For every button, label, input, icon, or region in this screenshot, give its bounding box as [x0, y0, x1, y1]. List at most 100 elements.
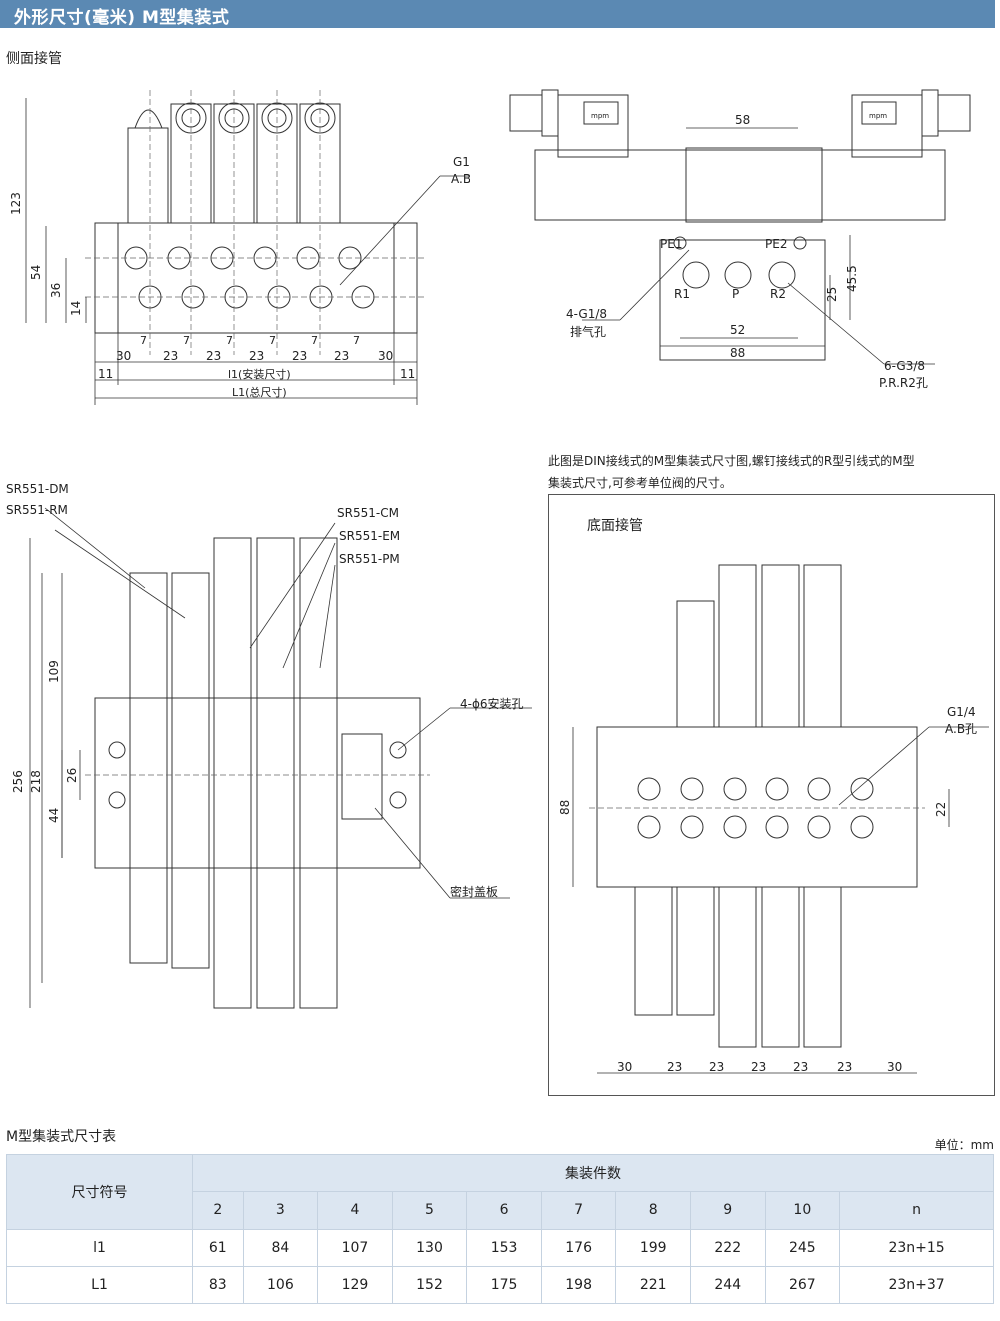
- bottom-dim-23-c: 23: [751, 1060, 766, 1074]
- top-dim-26: 26: [65, 768, 79, 783]
- front-dim-11-left: 11: [98, 367, 113, 381]
- top-sr-cm: SR551-CM: [337, 506, 399, 520]
- front-pitch-7a: 7: [140, 334, 147, 347]
- front-dim-23-e: 23: [334, 349, 349, 363]
- side-piping-label: 侧面接管: [6, 51, 62, 67]
- bottom-view-drawing: G1/4 A.B孔 88 22 30 23 23 23 23 23 30: [558, 564, 989, 1074]
- table-title: M型集装式尺寸表: [6, 1129, 117, 1145]
- table-cell: 152: [391, 1265, 468, 1305]
- table-cell: 198: [540, 1265, 617, 1305]
- bottom-dim-23-d: 23: [793, 1060, 808, 1074]
- table-cell: 267: [764, 1265, 841, 1305]
- table-row: l1 61 84 107 130 153 176 199 222 245 23n…: [6, 1228, 994, 1267]
- row-label: l1: [6, 1228, 193, 1267]
- top-sr-em: SR551-EM: [339, 529, 400, 543]
- front-l1-install: l1(安装尺寸): [228, 367, 291, 381]
- count-cell: 2: [192, 1191, 244, 1230]
- side-dim-52: 52: [730, 323, 745, 337]
- front-pitch-7b: 7: [183, 334, 190, 347]
- bottom-dim-22: 22: [934, 802, 948, 817]
- symbol-header: 尺寸符号: [6, 1154, 193, 1230]
- dimension-table: 尺寸符号 集装件数 2 3 4 5 6 7 8 9 10 n l1 61 84 …: [6, 1153, 994, 1305]
- side-r2: R2: [770, 287, 786, 301]
- side-g18: 4-G1/8: [566, 307, 607, 321]
- front-dim-23-c: 23: [249, 349, 264, 363]
- count-cell: 9: [689, 1191, 766, 1230]
- front-g14: G1/4: [453, 155, 470, 169]
- top-sr-pm: SR551-PM: [339, 552, 400, 566]
- count-cell: 3: [242, 1191, 319, 1230]
- count-cell: 10: [764, 1191, 841, 1230]
- count-cell: 5: [391, 1191, 468, 1230]
- count-cell: 7: [540, 1191, 617, 1230]
- table-cell: 199: [615, 1228, 691, 1267]
- side-pe1: PE1: [660, 237, 682, 251]
- table-cell: 61: [192, 1228, 244, 1267]
- bottom-piping-box: 底面接管 G1/4: [548, 494, 995, 1096]
- table-cell: 245: [764, 1228, 841, 1267]
- count-cell: 8: [615, 1191, 691, 1230]
- header-bar: 外形尺寸(毫米) M型集装式: [0, 0, 995, 28]
- top-dim-218: 218: [29, 770, 43, 793]
- front-dim-30-left: 30: [116, 349, 131, 363]
- table-cell: 129: [317, 1265, 393, 1305]
- count-cell: 6: [466, 1191, 542, 1230]
- side-dim-25: 25: [825, 287, 839, 302]
- top-dim-44: 44: [47, 808, 61, 823]
- top-dim-109: 109: [47, 660, 61, 683]
- table-cell: 222: [689, 1228, 766, 1267]
- side-r1: R1: [674, 287, 690, 301]
- front-view-drawing: 123 54 36 14 7 7 7 7 7 7 30 23 23 23 23 …: [9, 90, 470, 405]
- front-dim-123: 123: [9, 192, 23, 215]
- table-cell: 130: [391, 1228, 468, 1267]
- table-cell: 84: [242, 1228, 319, 1267]
- side-p: P: [732, 287, 739, 301]
- table-row: L1 83 106 129 152 175 198 221 244 267 23…: [6, 1265, 994, 1305]
- bottom-dim-23-a: 23: [667, 1060, 682, 1074]
- bottom-dim-30-left: 30: [617, 1060, 632, 1074]
- note-line-2: 集装式尺寸,可参考单位阀的尺寸。: [548, 476, 732, 490]
- front-ab-hole: A.B孔: [451, 172, 470, 186]
- bottom-dim-23-b: 23: [709, 1060, 724, 1074]
- front-dim-23-d: 23: [292, 349, 307, 363]
- bottom-ab-hole: A.B孔: [945, 722, 977, 736]
- front-pitch-7d: 7: [269, 334, 276, 347]
- front-pitch-7e: 7: [311, 334, 318, 347]
- front-dim-14: 14: [69, 301, 83, 316]
- top-seal-plate: 密封盖板: [450, 884, 498, 899]
- side-exhaust: 排气孔: [570, 324, 606, 339]
- side-mpm-right: mpm: [869, 112, 887, 120]
- side-dim-88: 88: [730, 346, 745, 360]
- count-cell: n: [839, 1191, 994, 1230]
- top-view-drawing: SR551-DM SR551-RM SR551-CM SR551-EM SR55…: [6, 482, 532, 1009]
- side-g38: 6-G3/8: [884, 359, 925, 373]
- side-view-drawing: mpm mpm 58 PE1 PE2 R1 P R2 52 88 25 45.5…: [509, 89, 971, 390]
- note-text: 此图是DIN接线式的M型集装式尺寸图,螺钉接线式的R型引线式的M型 集装式尺寸,…: [548, 450, 915, 494]
- top-dim-256: 256: [11, 770, 25, 793]
- table-cell: 23n+15: [839, 1228, 994, 1267]
- front-pitch-7c: 7: [226, 334, 233, 347]
- top-sr-dm: SR551-DM: [6, 482, 69, 496]
- bottom-piping-label: 底面接管: [587, 518, 643, 534]
- top-mount-hole: 4-ϕ6安装孔: [460, 696, 524, 711]
- count-row: 2 3 4 5 6 7 8 9 10 n: [7, 1191, 994, 1230]
- side-mpm-left: mpm: [591, 112, 609, 120]
- table-cell: 244: [689, 1265, 766, 1305]
- front-pitch-7f: 7: [353, 334, 360, 347]
- page-title: 外形尺寸(毫米) M型集装式: [14, 8, 230, 28]
- bottom-dim-30-right: 30: [887, 1060, 902, 1074]
- count-header: 集装件数: [192, 1153, 994, 1193]
- table-cell: 23n+37: [839, 1265, 994, 1305]
- count-cell: 4: [317, 1191, 393, 1230]
- front-dim-23-a: 23: [163, 349, 178, 363]
- unit-label: 单位：mm: [934, 1138, 994, 1152]
- note-line-1: 此图是DIN接线式的M型集装式尺寸图,螺钉接线式的R型引线式的M型: [548, 454, 915, 468]
- table-cell: 107: [317, 1228, 393, 1267]
- side-prr-hole: P.R.R2孔: [879, 376, 928, 390]
- front-dim-11-right: 11: [400, 367, 415, 381]
- bottom-g14: G1/4: [947, 705, 976, 719]
- table-cell: 175: [466, 1265, 542, 1305]
- table-cell: 153: [466, 1228, 542, 1267]
- front-dim-23-b: 23: [206, 349, 221, 363]
- side-pe2: PE2: [765, 237, 787, 251]
